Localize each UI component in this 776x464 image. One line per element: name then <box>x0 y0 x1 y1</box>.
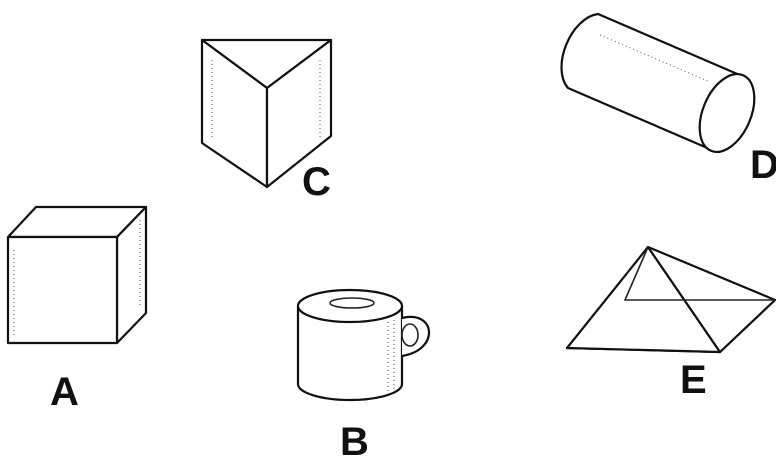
cube-front-face <box>6 235 119 345</box>
mug-rim <box>296 288 404 324</box>
mug-handle <box>400 315 431 358</box>
cylinder-end-face <box>698 73 756 153</box>
mug-shape <box>296 288 431 402</box>
label-d: D <box>750 143 776 187</box>
cylinder-shape <box>560 12 756 153</box>
triangular-prism-shape <box>200 38 333 189</box>
cube-shape <box>6 205 148 345</box>
label-b: B <box>340 420 369 464</box>
square-pyramid-shape <box>565 245 776 354</box>
mug-handle-hole <box>401 323 419 347</box>
label-a: A <box>50 370 79 414</box>
pyramid-hidden-edge <box>624 246 649 301</box>
label-c: C <box>302 160 331 204</box>
label-e: E <box>680 358 707 402</box>
mug-body <box>296 304 404 402</box>
prism-right-face <box>265 38 333 189</box>
